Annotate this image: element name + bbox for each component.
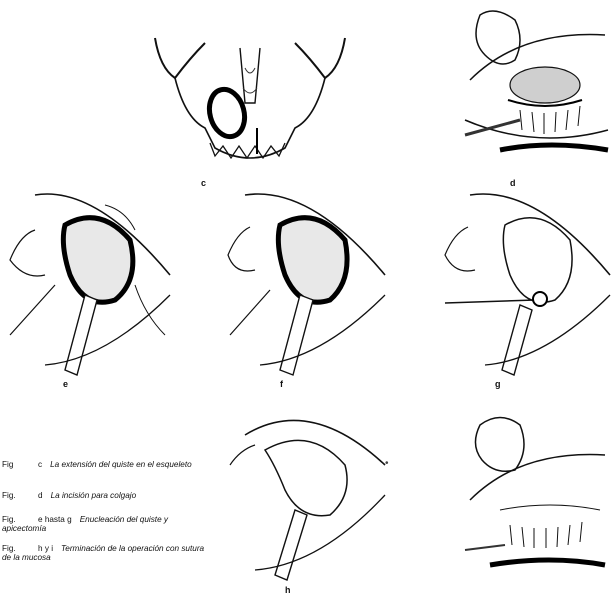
apicectomy-illustration <box>440 185 612 390</box>
cyst-enucleation-start <box>5 185 175 390</box>
mouth-incision-illustration <box>460 0 610 175</box>
figure-f-label: f <box>280 379 283 389</box>
caption-fig: Fig. <box>2 491 30 500</box>
caption-fig: Fig. <box>2 515 30 524</box>
figure-d-incision: d <box>460 0 610 175</box>
caption-letter: c <box>38 460 42 469</box>
figure-e-cyst: e <box>5 185 175 390</box>
scan-dot: • <box>385 458 389 469</box>
caption-text: La incisión para colgajo <box>51 491 137 500</box>
figure-c-skull: c <box>145 28 355 178</box>
figure-g-curette: g <box>440 185 612 390</box>
caption-fig: Fig. <box>2 544 30 553</box>
figure-h-sutured: h <box>225 395 390 585</box>
figure-c-label: c <box>201 178 206 188</box>
sutured-cavity-illustration <box>225 395 390 585</box>
caption-d: Fig. d La incisión para colgajo <box>2 491 207 500</box>
caption-text: La extensión del quiste en el esqueleto <box>50 460 192 469</box>
caption-letter: h y i <box>38 544 53 553</box>
figure-i-final <box>460 400 610 590</box>
figure-e-label: e <box>63 379 68 389</box>
caption-text: Terminación de la operación con sutura d… <box>2 544 204 562</box>
figure-h-label: h <box>285 585 291 595</box>
mouth-sutured-illustration <box>460 400 610 590</box>
figure-f-cyst: f <box>225 185 390 390</box>
figure-g-label: g <box>495 379 501 389</box>
caption-letter: e hasta g <box>38 515 72 524</box>
caption-letter: d <box>38 491 43 500</box>
cyst-enucleation-mid <box>225 185 390 390</box>
caption-fig: Fig <box>2 460 30 469</box>
skull-illustration <box>145 28 355 178</box>
